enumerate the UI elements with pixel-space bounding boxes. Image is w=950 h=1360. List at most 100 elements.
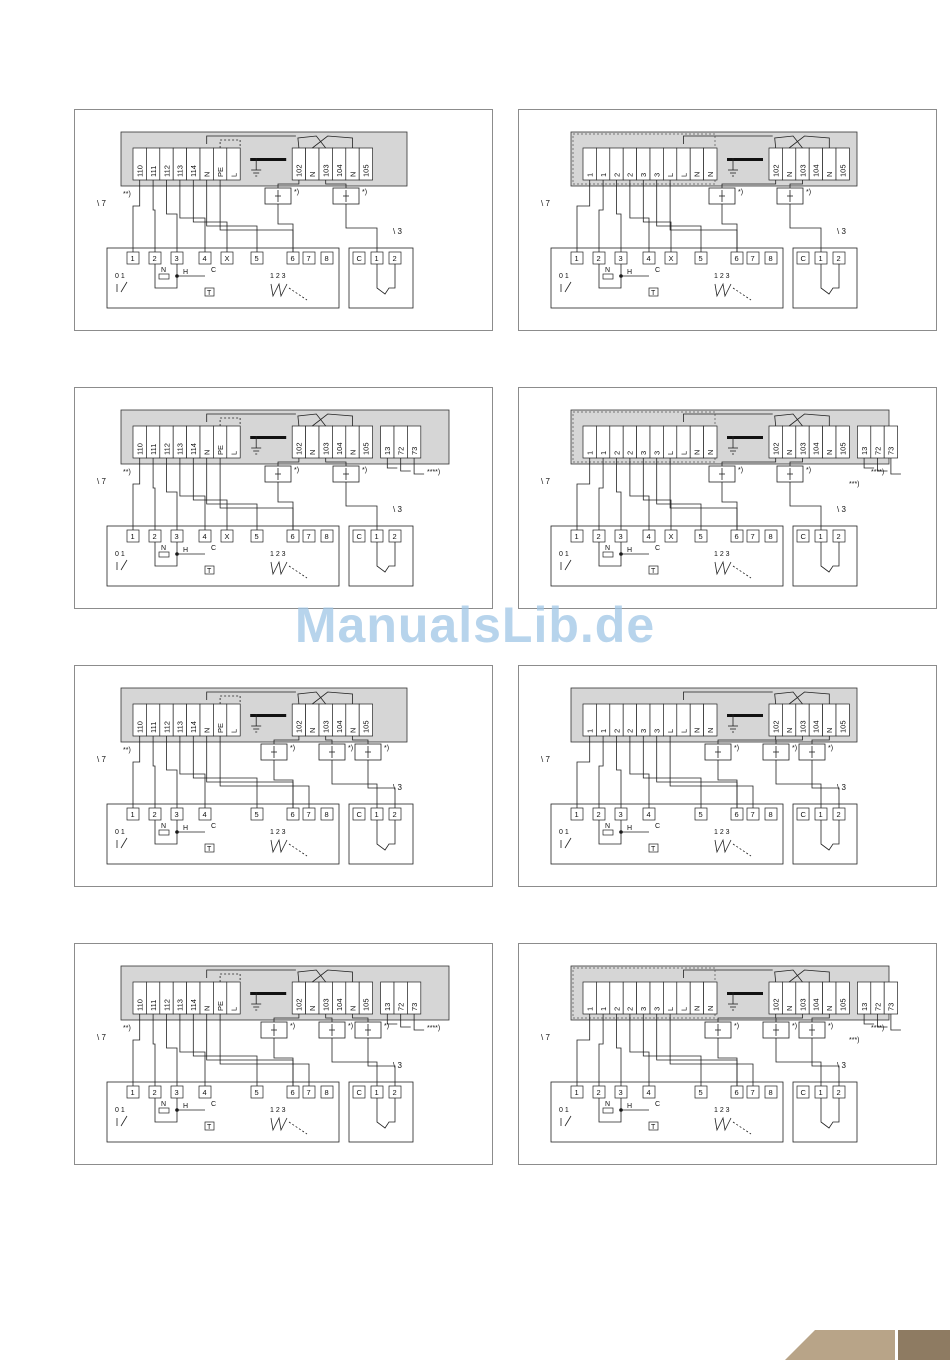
block-terminal-label: 3 — [175, 810, 179, 819]
footnote-marker: ****) — [871, 469, 884, 476]
wire — [192, 1014, 258, 1086]
footnote-marker: *) — [294, 189, 299, 196]
thermostat — [648, 1121, 659, 1131]
neutral-label: N — [605, 1101, 610, 1108]
terminal-label: 103 — [798, 442, 807, 455]
terminal-label: L — [229, 451, 238, 455]
earth-bar — [727, 714, 763, 717]
block-terminal — [352, 807, 366, 821]
terminal-label: 13 — [383, 447, 392, 455]
wire — [179, 180, 206, 252]
block-terminal — [352, 251, 366, 265]
block-terminal-label: C — [801, 532, 807, 541]
earth-bar — [250, 714, 287, 717]
terminal-label: N — [348, 1006, 357, 1011]
wire — [717, 1038, 738, 1086]
resistor — [158, 829, 170, 836]
block-terminal-label: 2 — [393, 810, 397, 819]
resistor — [158, 551, 170, 558]
terminal-label: 105 — [362, 442, 371, 455]
block-terminal-label: 4 — [203, 532, 207, 541]
terminal-label: L — [679, 451, 688, 455]
terminal-label: 103 — [798, 998, 807, 1011]
terminal-label: L — [679, 729, 688, 733]
terminal-label: 72 — [873, 1003, 882, 1011]
terminal-label: N — [706, 172, 715, 177]
terminal-label: 1 — [599, 1007, 608, 1011]
bridge-wire — [788, 969, 830, 983]
terminal — [703, 703, 718, 737]
switch-label: 0 1 — [559, 273, 569, 280]
block-terminal — [796, 251, 810, 265]
block-terminal-label: 3 — [619, 810, 623, 819]
wire — [576, 180, 591, 252]
wire — [598, 736, 604, 808]
bridge-wire — [683, 969, 773, 978]
wire — [656, 458, 702, 530]
terminal-label: 114 — [189, 721, 198, 733]
block-terminal-label: C — [801, 1088, 807, 1097]
footnote-marker: ****) — [427, 1025, 440, 1032]
bridge-wire — [206, 135, 296, 144]
terminal-label: N — [693, 172, 702, 177]
switch-label: 0 1 — [559, 551, 569, 558]
block-terminal-label: 5 — [699, 810, 703, 819]
switch-label: 0 1 — [115, 1107, 125, 1114]
wire — [642, 458, 672, 530]
block-terminal — [320, 1085, 334, 1099]
terminal-label: 73 — [887, 1003, 896, 1011]
block-terminal-label: 4 — [647, 810, 651, 819]
terminal-label: L — [666, 451, 675, 455]
footnote-marker: **) — [123, 191, 131, 198]
switch — [564, 559, 572, 571]
terminal-label: 114 — [189, 443, 198, 455]
terminal-label: 113 — [176, 721, 185, 733]
terminal-label: N — [308, 728, 317, 733]
ref-label-7: \ 7 — [541, 477, 550, 486]
bridge-wire — [774, 969, 803, 983]
common-label: C — [211, 545, 216, 552]
bridge-wire — [297, 969, 327, 983]
block-terminal-label: 3 — [175, 1088, 179, 1097]
terminal-label: N — [348, 728, 357, 733]
hot-label: H — [627, 269, 632, 276]
thermostat-label: T — [651, 290, 656, 297]
terminal — [226, 425, 241, 459]
wire — [721, 458, 777, 466]
wire — [400, 458, 411, 472]
block-terminal-label: 7 — [307, 532, 311, 541]
block-terminal-label: 7 — [307, 254, 311, 263]
block-terminal-label: 7 — [307, 810, 311, 819]
block-terminal-label: 5 — [699, 1088, 703, 1097]
block-terminal-label: 6 — [291, 810, 295, 819]
terminal-label: 111 — [149, 166, 158, 177]
wire — [179, 1014, 206, 1086]
wire — [811, 760, 840, 808]
terminal-label: PE — [216, 723, 225, 733]
block-terminal-label: 2 — [153, 810, 157, 819]
footnote-marker: *) — [734, 1023, 739, 1030]
block-terminal-label: 7 — [751, 532, 755, 541]
valve-wire — [376, 542, 396, 573]
block-terminal-label: 1 — [375, 532, 379, 541]
wire — [132, 180, 141, 252]
valve-wire — [376, 264, 396, 295]
terminal-label: N — [785, 172, 794, 177]
block-terminal-label: 1 — [819, 810, 823, 819]
wire — [775, 760, 822, 808]
block-terminal-label: X — [669, 254, 674, 263]
wire — [331, 1038, 378, 1086]
footnote-marker: ****) — [871, 1025, 884, 1032]
terminal-label: PE — [216, 167, 225, 177]
terminal-label: 104 — [335, 998, 344, 1011]
block-terminal — [764, 251, 778, 265]
terminal-label: 104 — [812, 720, 821, 733]
wire — [721, 204, 738, 252]
block-terminal-label: 3 — [175, 254, 179, 263]
hot-label: H — [627, 825, 632, 832]
terminal-label: N — [706, 450, 715, 455]
switch — [564, 1115, 572, 1127]
block-terminal-label: 2 — [153, 1088, 157, 1097]
terminal-label: 105 — [839, 998, 848, 1011]
